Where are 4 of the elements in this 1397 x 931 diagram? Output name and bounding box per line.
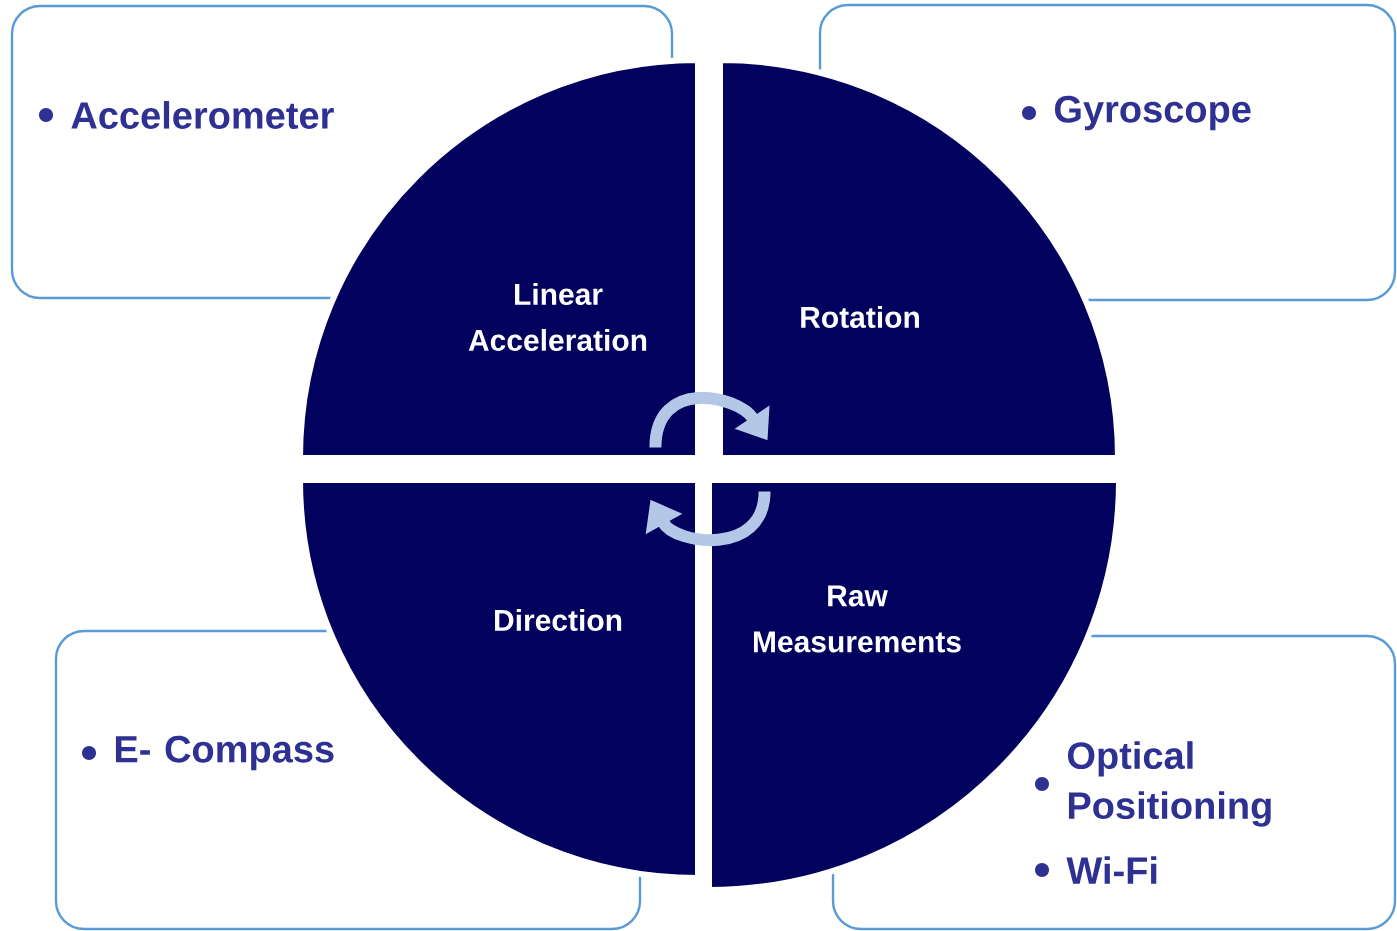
cycle-arrow bbox=[645, 490, 771, 546]
bullet-text: Gyroscope bbox=[1055, 95, 1251, 131]
bullet-text: Accelerometer bbox=[71, 101, 334, 129]
cycle-arrow bbox=[649, 392, 770, 448]
